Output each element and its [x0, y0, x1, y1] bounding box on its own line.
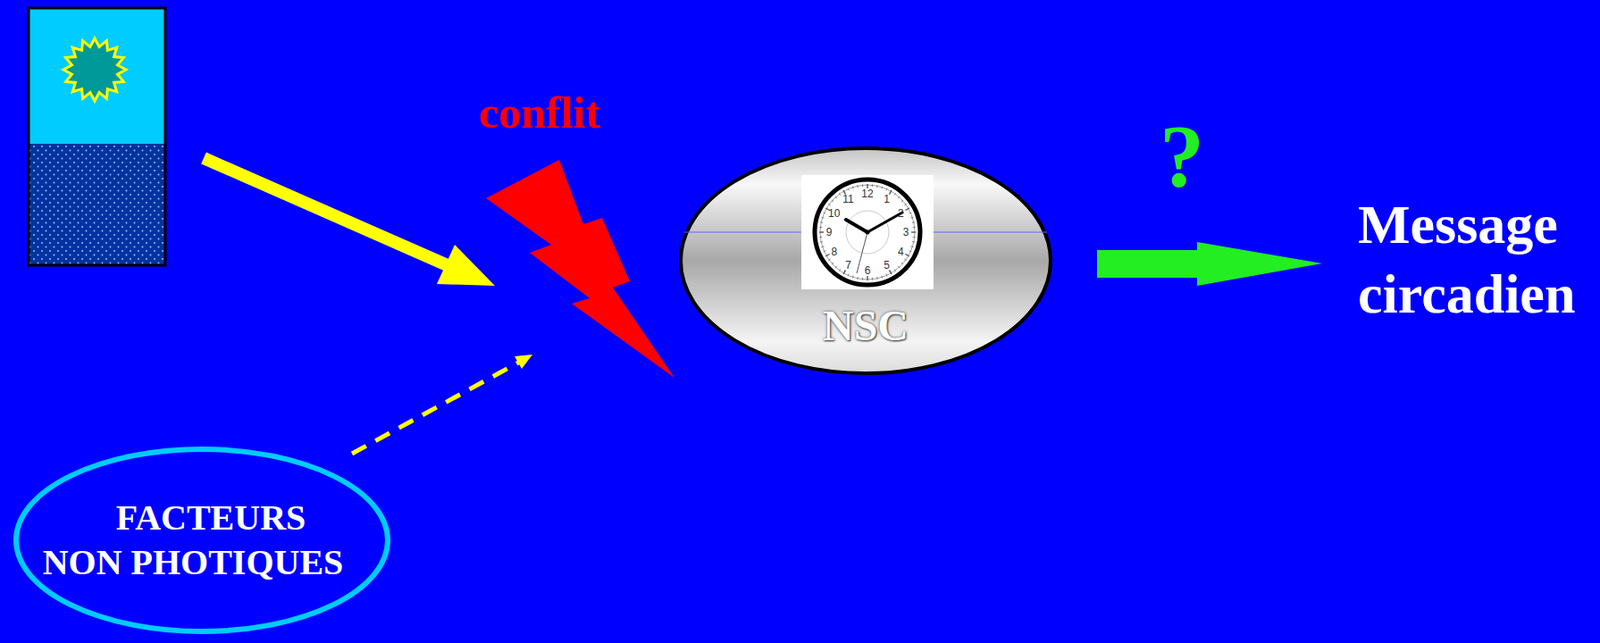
clock-tick [831, 262, 834, 265]
clock-tick [911, 245, 914, 248]
clock-tick [847, 188, 849, 192]
clock-tick [852, 186, 855, 190]
clock-tick [819, 236, 822, 238]
clock-number: 11 [842, 193, 854, 205]
clock-tick [821, 217, 825, 219]
clock-tick [913, 226, 916, 228]
clock-tick [871, 184, 873, 187]
ellipse-outline [13, 446, 391, 635]
clock-tick [886, 274, 888, 277]
clock-tick [862, 184, 863, 187]
clock-tick [843, 269, 847, 274]
clock-tick [894, 268, 897, 271]
non-photic-arrow-shaft [351, 361, 520, 454]
clock-number: 5 [883, 259, 890, 271]
day-panel [28, 8, 166, 144]
clock-tick [901, 200, 904, 202]
clock-tick [862, 277, 863, 281]
clock-number: 10 [828, 208, 840, 219]
output-arrow [1097, 242, 1323, 286]
clock-tick [876, 184, 879, 188]
clock-tick [904, 203, 906, 206]
conflict-bolt [485, 159, 675, 378]
clock-tick [835, 196, 838, 199]
clock-tick [912, 221, 915, 224]
clock-tick [820, 241, 823, 243]
light-arrow-head [436, 244, 495, 286]
clock-tick [825, 254, 830, 258]
clock-tick [838, 268, 841, 271]
ellipse-shape [16, 449, 388, 632]
clock-tick [820, 221, 823, 224]
clock-number: 7 [845, 259, 852, 271]
clock-tick [904, 259, 906, 261]
clock-tick [821, 245, 825, 248]
clock-tick [904, 254, 909, 258]
clock-tick [828, 259, 830, 261]
clock-tick [852, 276, 855, 279]
clock-tick [856, 276, 859, 280]
clock-tick [876, 276, 879, 280]
question-mark: ? [1159, 111, 1205, 202]
clock-tick [880, 186, 883, 190]
night-panel [28, 143, 166, 266]
clock-tick [823, 212, 827, 214]
nucleus-ellipse: NSC 12 12 3 45678 9 1011 [678, 146, 1053, 376]
clock-tick [904, 208, 909, 211]
clock-number: 8 [830, 246, 838, 258]
clock-tick [897, 196, 900, 199]
clock-tick [819, 231, 824, 233]
clock-tick [823, 251, 827, 252]
clock-number: 3 [903, 226, 910, 238]
clock-tick [901, 262, 904, 265]
clock-number: 9 [826, 226, 833, 238]
clock-tick [847, 274, 849, 277]
clock-tick [897, 266, 900, 269]
clock-tick [912, 241, 915, 243]
clock-tick [911, 217, 914, 219]
clock-tick [828, 203, 830, 206]
output-label: Message circadien [1357, 189, 1592, 329]
clock-number: 6 [864, 265, 872, 277]
clock-tick [838, 192, 841, 195]
clock-tick [835, 266, 838, 269]
clock-tick [819, 226, 822, 228]
clock-tick [831, 200, 834, 202]
node-title: NSC [678, 301, 1053, 352]
clock-tick [889, 190, 893, 194]
clock-number: 2 [897, 208, 905, 219]
light-arrow-shaft [203, 158, 450, 267]
node-label: FACTEURS NON PHOTIQUES [39, 495, 347, 586]
clock-tick [894, 192, 897, 195]
clock-tick [886, 188, 888, 192]
clock-number: 12 [861, 188, 873, 200]
day-night-frame [28, 8, 166, 266]
clock-tick [913, 236, 916, 238]
clock-tick [880, 276, 883, 279]
clock-tick [909, 212, 913, 214]
clock-tick [909, 251, 913, 252]
clock-tick [871, 277, 873, 281]
sun-symbol [63, 38, 126, 101]
clock-tick [911, 231, 916, 233]
conflict-label: conflit [478, 90, 601, 135]
clock-number: 4 [897, 246, 905, 258]
clock-number: 1 [883, 193, 890, 205]
factor-ellipse: FACTEURS NON PHOTIQUES [13, 446, 391, 635]
clock-tick [866, 276, 868, 281]
clock-tick [889, 269, 893, 274]
clock-tick [856, 184, 859, 188]
non-photic-arrow-head [514, 354, 533, 369]
